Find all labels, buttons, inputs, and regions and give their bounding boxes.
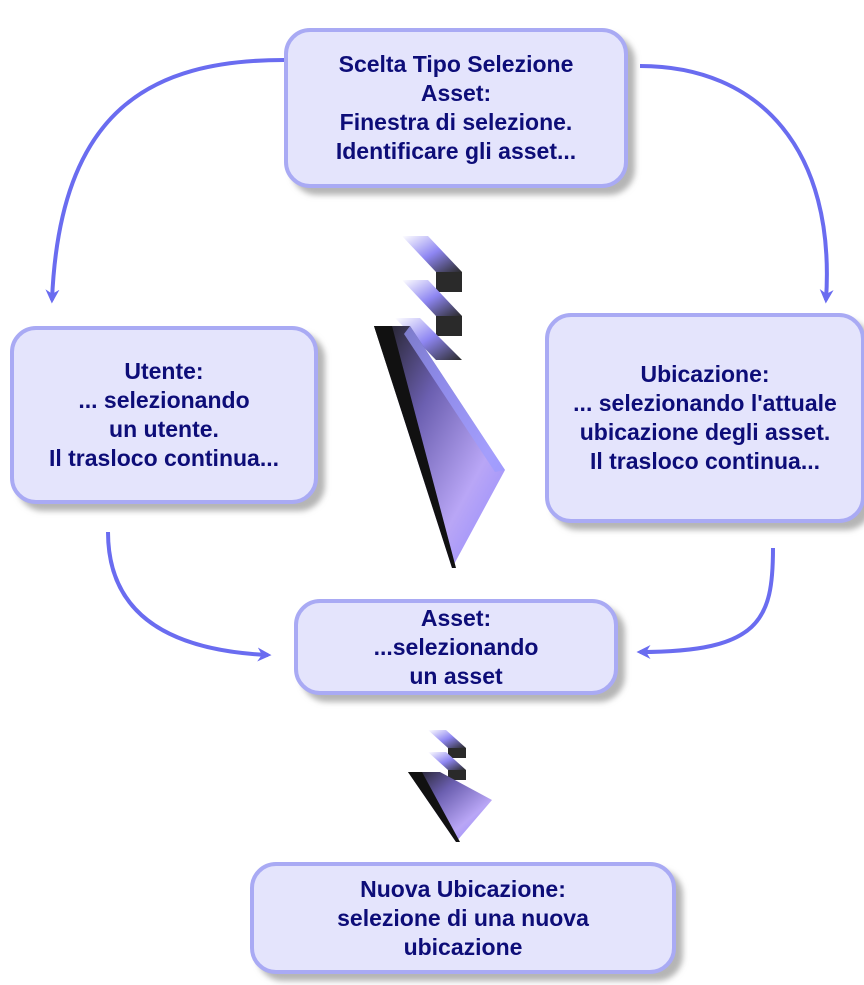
node-top-line-3: Finestra di selezione. — [339, 109, 573, 135]
node-nuova-ubicazione: Nuova Ubicazione: selezione di una nuova… — [250, 862, 676, 974]
node-right-line-1: Ubicazione: — [640, 361, 770, 387]
node-scelta-tipo-selezione: Scelta Tipo Selezione Asset: Finestra di… — [284, 28, 628, 188]
node-center-line-3: un asset — [409, 662, 503, 689]
large-down-arrow-icon — [374, 236, 505, 568]
node-center-line-2: ...selezionando — [373, 633, 539, 660]
node-bottom-line-1: Nuova Ubicazione: — [360, 875, 566, 902]
node-asset: Asset: ...selezionando un asset — [294, 599, 618, 695]
connector-left-to-center — [106, 531, 272, 662]
node-left-line-4: Il trasloco continua... — [48, 445, 280, 471]
node-top-line-1: Scelta Tipo Selezione — [338, 51, 574, 77]
node-left-line-3: un utente. — [109, 416, 219, 442]
node-left-line-1: Utente: — [124, 358, 204, 384]
connector-top-to-right — [639, 64, 834, 304]
node-top-line-2: Asset: — [420, 80, 492, 106]
node-right-line-2: ... selezionando l'attuale — [573, 390, 837, 416]
node-center-line-1: Asset: — [420, 604, 492, 631]
node-top-line-4: Identificare gli asset... — [335, 138, 577, 164]
node-bottom-line-2: selezione di una nuova — [337, 904, 589, 931]
node-right-line-3: ubicazione degli asset. — [579, 419, 831, 445]
node-left-line-2: ... selezionando — [78, 387, 250, 413]
node-bottom-line-3: ubicazione — [403, 933, 523, 960]
small-down-arrow-icon — [408, 730, 492, 842]
node-utente: Utente: ... selezionando un utente. Il t… — [10, 326, 318, 504]
connector-right-to-center — [636, 547, 775, 659]
node-right-line-4: Il trasloco continua... — [589, 448, 821, 474]
connector-top-to-left — [45, 58, 285, 304]
node-ubicazione: Ubicazione: ... selezionando l'attuale u… — [545, 313, 864, 523]
